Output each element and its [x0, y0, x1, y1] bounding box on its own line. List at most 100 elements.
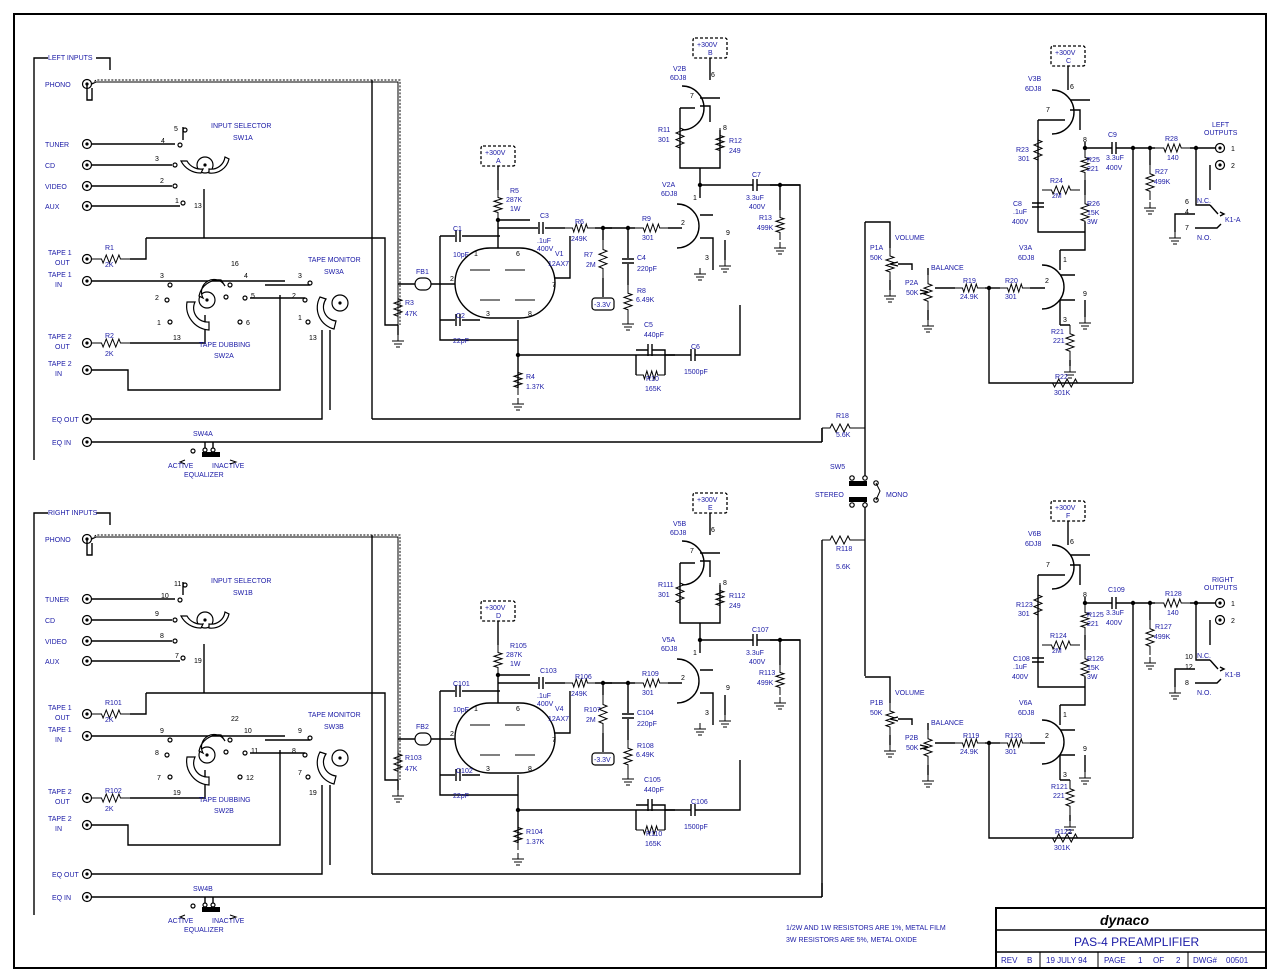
p1-value: 50K [870, 255, 883, 262]
r1-resistor [92, 253, 130, 265]
pin-label: 7 [1046, 107, 1050, 114]
ground-symbol [719, 715, 731, 728]
input-label-0: PHONO [45, 82, 71, 89]
r22-label: R122 [1055, 829, 1072, 836]
wire [384, 258, 399, 335]
r27-resistor [1144, 165, 1156, 200]
ground-symbol [884, 290, 896, 303]
tape-jack-label: TAPE 1 [48, 250, 72, 257]
selector-contact [180, 655, 186, 661]
pin-label: 12 [1185, 664, 1193, 671]
c8-rating: 400V [1012, 674, 1029, 681]
wire [898, 718, 913, 725]
r21-value: 221 [1053, 793, 1065, 800]
r3-resistor [392, 290, 404, 325]
r20-label: R20 [1005, 278, 1018, 285]
outputs-label-2: OUTPUTS [1204, 130, 1238, 137]
pin-label: 3 [705, 710, 709, 717]
selector-contact [182, 127, 188, 133]
r3-label: R3 [405, 300, 414, 307]
ground-symbol [1064, 366, 1076, 379]
of-value: 2 [1176, 956, 1181, 965]
pin-label: 7 [1046, 562, 1050, 569]
c6-value: 1500pF [684, 824, 708, 831]
r18-value: 5.6K [836, 432, 851, 439]
pin-label: 9 [160, 728, 164, 735]
v2a-tube [676, 658, 700, 704]
pin-label: 10 [244, 728, 252, 735]
tape-dubbing-title: TAPE DUBBING [199, 797, 251, 804]
wire [1085, 147, 1134, 383]
r24-label: R124 [1050, 633, 1067, 640]
r4-value: 1.37K [526, 839, 545, 846]
c8-value: .1uF [1013, 209, 1027, 216]
r5-resistor [492, 645, 504, 675]
r28-label: R128 [1165, 591, 1182, 598]
stereo-mono-switch[interactable]: SW5 STEREO MONO [815, 222, 908, 676]
c1-label: C1 [453, 226, 462, 233]
r20-label: R120 [1005, 733, 1022, 740]
wire [146, 644, 386, 713]
tape-monitor-id: SW3B [324, 724, 344, 731]
r20-value: 301 [1005, 749, 1017, 756]
r12-label: R12 [729, 138, 742, 145]
pin-label: 22 [231, 716, 239, 723]
c4-label: C104 [637, 710, 654, 717]
v3a-label: V3A [1019, 245, 1033, 252]
r22-label: R22 [1055, 374, 1068, 381]
r21-value: 221 [1053, 338, 1065, 345]
pin-label: 3 [155, 156, 159, 163]
sw4-actuator[interactable] [202, 452, 220, 457]
r6-resistor [565, 677, 595, 689]
ground-symbol [512, 398, 524, 411]
r10-label: R10 [646, 376, 659, 383]
wire [92, 693, 285, 846]
r25-resistor [1079, 605, 1091, 635]
r24-value: 2M [1052, 648, 1062, 655]
pin-label: 6 [1070, 84, 1074, 91]
r13-label: R13 [759, 215, 772, 222]
r7-value: 2M [586, 262, 596, 269]
pin-label: 4 [161, 138, 165, 145]
tape-jack-label: OUT [55, 344, 71, 351]
sw4-actuator[interactable] [202, 907, 220, 912]
input-label-0: PHONO [45, 537, 71, 544]
pin-label: 6 [246, 320, 250, 327]
r9-value: 301 [642, 235, 654, 242]
wire [1037, 99, 1090, 233]
wire [204, 897, 214, 903]
shielded-cable-core [91, 81, 399, 325]
v3b-type: 6DJ8 [1025, 86, 1041, 93]
p2-value: 50K [906, 745, 919, 752]
page-value: 1 [1138, 956, 1143, 965]
pin-label: 8 [723, 125, 727, 132]
pin-label: 3 [160, 273, 164, 280]
c9-label: C9 [1108, 132, 1117, 139]
c8-label: C108 [1013, 656, 1030, 663]
note-1: 1/2W AND 1W RESISTORS ARE 1%, METAL FILM [786, 925, 946, 932]
r7-resistor [597, 695, 609, 733]
v1-tube [454, 247, 556, 319]
ground-symbol [1079, 317, 1091, 330]
wire [92, 639, 801, 875]
wire [636, 804, 666, 830]
p1-label: P1B [870, 700, 884, 707]
c6-value: 1500pF [684, 369, 708, 376]
pin-label: 5 [251, 293, 255, 300]
pin-label: 13 [173, 335, 181, 342]
c7-capacitor [752, 634, 758, 646]
pin-label: 3 [486, 311, 490, 318]
selector-contact [177, 597, 183, 603]
input-group-bracket [33, 512, 111, 915]
pin-label: 2 [292, 293, 296, 300]
pin-label: 1 [175, 198, 179, 205]
r12-value: 249 [729, 148, 741, 155]
r24-value: 2M [1052, 193, 1062, 200]
c2-label: C102 [456, 768, 473, 775]
ferrite-bead [414, 277, 432, 291]
outputs-label-1: RIGHT [1212, 577, 1235, 584]
tape-jack-label: IN [55, 282, 62, 289]
tape-jack-label: IN [55, 371, 62, 378]
